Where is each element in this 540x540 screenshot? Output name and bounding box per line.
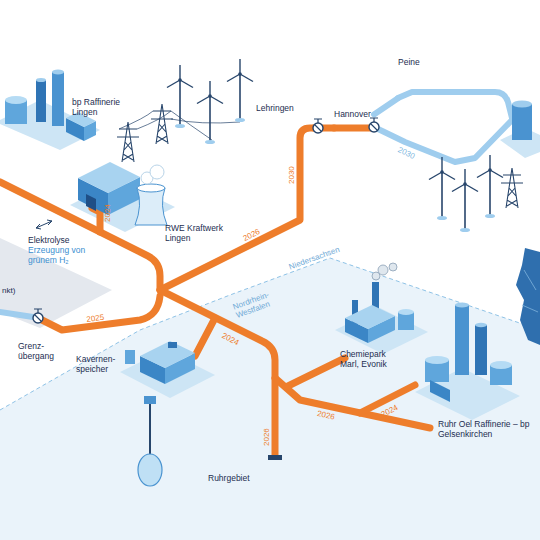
pipe-segment	[195, 318, 215, 356]
building-roof	[140, 341, 195, 368]
facility-node: Peine	[398, 58, 428, 118]
wind-turbine	[452, 169, 478, 232]
roof-unit	[168, 342, 177, 348]
year-label: 2024	[104, 204, 113, 222]
building-roof	[78, 162, 140, 193]
node-label: Elektrolyse	[28, 236, 100, 246]
pipe-segment	[0, 312, 33, 317]
wind-turbine	[477, 155, 503, 218]
pipe-segment	[398, 92, 512, 118]
pipe-segment	[275, 378, 430, 428]
facility-node: Chemiepark Marl, Evonik	[340, 350, 402, 370]
pipe-segment	[334, 125, 372, 132]
valve-handle	[370, 118, 378, 131]
tank-top	[398, 309, 414, 315]
feed-area	[0, 238, 112, 328]
facility-node: Kavernen- speicher	[76, 355, 122, 375]
node-label: Ruhrgebiet	[208, 474, 258, 484]
pylon	[501, 168, 523, 208]
pipe-segment	[376, 120, 512, 162]
facility-node: bp Raffinerie Lingen	[72, 98, 132, 118]
cooling-tower	[135, 188, 167, 225]
wind-turbine	[429, 157, 455, 220]
pipe-planned	[0, 92, 512, 317]
facility-node: Lehringen	[256, 104, 314, 152]
column	[455, 305, 469, 375]
well-pipe	[149, 404, 151, 455]
node-label: Lehringen	[256, 104, 314, 114]
wind-turbine	[167, 65, 193, 128]
node-label: Peine	[398, 58, 428, 68]
column	[52, 72, 64, 126]
tank-top	[5, 96, 27, 104]
tank-top	[425, 356, 449, 364]
pipe-network	[0, 128, 430, 455]
node-label: Kavernen- speicher	[76, 355, 122, 375]
pylon	[117, 122, 139, 162]
building-face	[430, 380, 450, 402]
flow-arrow	[36, 220, 52, 229]
valve-handle	[314, 119, 322, 132]
column-top	[512, 101, 532, 108]
year-label: 2026	[263, 428, 272, 446]
pipe-segment	[288, 358, 345, 386]
salt-cavern	[138, 454, 162, 486]
valve-handle	[34, 309, 42, 322]
facility-node: ElektrolyseErzeugung von grünem H₂	[28, 236, 100, 265]
building-door	[86, 194, 96, 211]
facility-node: Grenz- übergang	[18, 342, 58, 362]
steam	[150, 165, 164, 179]
year-label: 2030	[288, 166, 297, 184]
node-label: Hannover	[334, 110, 374, 120]
pipeline-connector	[374, 98, 398, 114]
pipe-segment	[160, 290, 275, 455]
column	[36, 80, 46, 122]
smoke	[378, 265, 388, 275]
column-top	[455, 303, 469, 308]
pylon	[151, 104, 173, 144]
tank-top	[490, 361, 512, 369]
facility-node: RWE Kraftwerk Lingen	[165, 224, 229, 244]
node-sublabel: Erzeugung von grünem H₂	[28, 246, 100, 266]
tank	[125, 350, 135, 364]
node-label: Grenz- übergang	[18, 342, 58, 362]
wind-turbine	[197, 81, 223, 144]
column	[475, 325, 487, 375]
facility-node: Ruhr Oel Raffinerie – bp Gelsenkirchen	[438, 420, 534, 440]
wellhead	[144, 396, 156, 404]
node-label: Chemiepark Marl, Evonik	[340, 350, 402, 370]
map-label: nkt)	[2, 287, 15, 296]
map-line	[522, 270, 538, 312]
column	[512, 104, 532, 140]
valve	[313, 119, 323, 133]
smoke	[389, 263, 397, 271]
facility-node: Hannover	[334, 110, 374, 146]
column-top	[475, 323, 487, 327]
node-label: Ruhr Oel Raffinerie – bp Gelsenkirchen	[438, 420, 534, 440]
germany-map	[516, 248, 540, 345]
cooling-tower-top	[137, 184, 165, 192]
node-label: RWE Kraftwerk Lingen	[165, 224, 229, 244]
valve	[33, 309, 43, 323]
column-top	[52, 70, 64, 75]
building-roof	[345, 305, 395, 329]
valve	[369, 118, 379, 132]
facility-node: Ruhrgebiet	[208, 474, 258, 484]
pipe-segment	[92, 208, 100, 232]
wind-turbine	[227, 59, 253, 122]
node-label: bp Raffinerie Lingen	[72, 98, 132, 118]
pipe-end-cap	[268, 455, 282, 460]
column-top	[36, 78, 46, 82]
pipe-segment	[38, 296, 160, 330]
